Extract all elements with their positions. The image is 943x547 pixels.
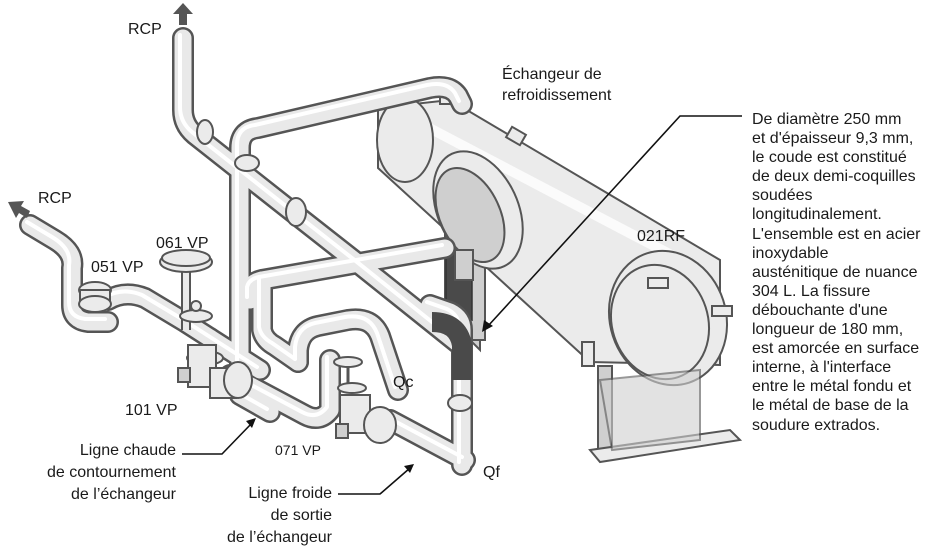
label-rcp-left: RCP (38, 190, 72, 207)
heat-exchanger (376, 87, 743, 464)
label-101vp: 101 VP (125, 402, 177, 419)
description-line: débouchante d'une (752, 301, 888, 319)
label-hot-line-2: de contournement (47, 464, 177, 481)
label-qc: Qc (393, 374, 413, 391)
arrow-up-icon (173, 3, 193, 25)
description-line: le métal de base de la (752, 397, 909, 415)
description-line: soudure extrados. (752, 416, 881, 434)
callout-arrow-hot (246, 418, 256, 428)
callout-line-cold (338, 467, 411, 495)
label-qf: Qf (483, 464, 500, 481)
description-line: inoxydable (752, 244, 829, 262)
description-line: austénitique de nuance (752, 263, 918, 281)
pipe-segment (25, 220, 107, 321)
description-line: soudées (752, 187, 813, 205)
description-line: L'ensemble est en acier (752, 225, 921, 243)
flange-qc (447, 394, 473, 412)
pipe-segment (178, 33, 459, 344)
description-line: entre le métal fondu et (752, 378, 912, 396)
pipe-segment (205, 333, 259, 369)
pipe-segment (225, 355, 329, 418)
callout-line-description (487, 115, 742, 327)
flange-upper-left (196, 119, 307, 227)
label-051vp: 051 VP (91, 259, 143, 276)
description-line: est amorcée en surface (752, 340, 920, 358)
callout-line-hot (182, 422, 253, 455)
arrow-up-left-icon (8, 201, 30, 218)
valve-071vp (333, 356, 397, 444)
callout-arrow-description (482, 320, 493, 332)
label-cold-line-2: de sortie (271, 507, 332, 524)
label-exchanger-2: refroidissement (502, 87, 612, 104)
description-line: longueur de 180 mm, (752, 321, 904, 339)
label-071vp: 071 VP (275, 442, 321, 458)
label-rcp-top: RCP (128, 21, 162, 38)
pipe-segment (293, 314, 397, 389)
description-line: interne, à l'interface (752, 359, 892, 377)
description-line: longitudinalement. (752, 206, 882, 224)
callout-arrow-cold (404, 464, 414, 473)
label-hot-line-1: Ligne chaude (80, 442, 176, 459)
valve-101vp (177, 344, 253, 399)
valve-051vp (78, 281, 112, 313)
label-021rf: 021RF (637, 228, 685, 245)
label-061vp: 061 VP (156, 235, 208, 252)
cracked-elbow (431, 312, 472, 380)
description-line: le coude est constitué (752, 149, 907, 167)
label-cold-line-1: Ligne froide (248, 485, 332, 502)
label-exchanger-1: Échangeur de (502, 64, 602, 83)
description-line: De diamètre 250 mm (752, 111, 902, 128)
elbow-description: De diamètre 250 mm et d'épaisseur 9,3 mm,… (752, 110, 942, 435)
description-line: 304 L. La fissure (752, 282, 871, 300)
pipe-segment (257, 275, 297, 361)
pipe-segment (385, 415, 464, 459)
label-cold-line-3: de l’échangeur (227, 529, 333, 546)
pipe-highlights (25, 33, 464, 464)
description-line: de deux demi-coquilles (752, 168, 916, 186)
label-hot-line-3: de l’échangeur (71, 486, 177, 503)
pipe-segment (235, 82, 461, 184)
valve-061vp (159, 249, 213, 330)
description-line: et d'épaisseur 9,3 mm, (752, 130, 914, 148)
